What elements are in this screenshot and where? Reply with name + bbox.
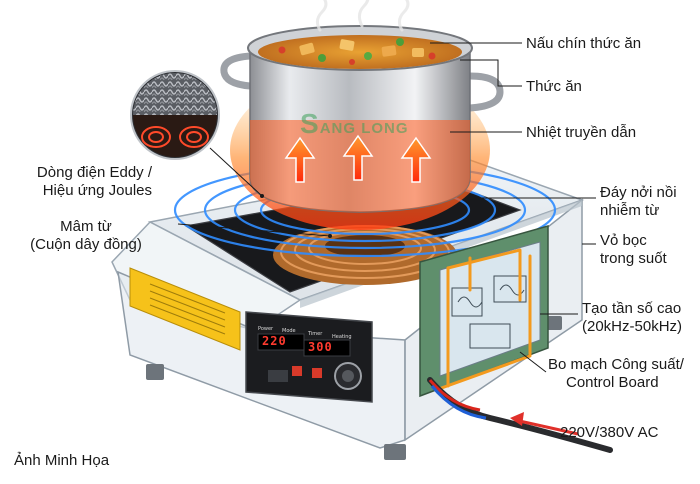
panel-label-power: Power (258, 326, 274, 332)
steam (315, 0, 410, 32)
eddy-pointer-line (209, 147, 263, 197)
label-vo-boc-line1: Vỏ bọc (600, 232, 647, 249)
caption: Ảnh Minh Họa (14, 452, 110, 469)
heat-arrows (284, 134, 432, 183)
label-thuc-an: Thức ăn (526, 78, 582, 95)
panel-label-heating: Heating (332, 334, 352, 340)
label-bo-mach-line2: Control Board (566, 374, 659, 391)
leader-bo-mach (519, 351, 547, 373)
label-day-noi-line2: nhiễm từ (600, 202, 660, 219)
soup-surface (258, 35, 462, 69)
label-day-noi-line1: Đáy nởi nồi (600, 184, 677, 201)
watermark-logo: SANG LONG (300, 108, 409, 139)
label-tan-so-line1: Tạo tần số cao (582, 300, 682, 317)
heat-arrow-left (284, 136, 316, 183)
foot-front (384, 444, 406, 460)
eddy-zoom-circle (130, 70, 264, 198)
cooking-pot (220, 0, 504, 213)
power-cable (427, 377, 613, 453)
control-panel (245, 311, 373, 403)
label-vo-boc-line2: trong suốt (600, 250, 667, 267)
control-board (419, 225, 549, 398)
label-nau-chin: Nấu chín thức ăn (526, 35, 642, 52)
leader-mam-tu (177, 223, 331, 237)
label-eddy-line1: Dòng điện Eddy / (36, 164, 152, 181)
logo-emblem (268, 370, 288, 382)
food-pieces (278, 38, 436, 65)
foot-right (546, 316, 562, 330)
heat-arrow-middle (342, 134, 374, 181)
display-left: 220 (262, 334, 287, 348)
label-dien-ap: 220V/380V AC (560, 424, 659, 441)
foot-left (146, 364, 164, 380)
label-bo-mach-line1: Bo mạch Công suất/ (548, 356, 684, 373)
panel-label-timer: Timer (308, 331, 323, 337)
leader-lines (177, 42, 596, 373)
panel-label-mode: Mode (282, 328, 296, 334)
label-mam-tu-line2: (Cuộn dây đồng) (30, 236, 142, 253)
heat-arrow-right (400, 136, 432, 183)
current-arrow-line (514, 418, 579, 436)
current-arrowhead (510, 412, 524, 426)
label-mam-tu-line1: Mâm từ (60, 218, 112, 235)
pot-handle-left (220, 52, 254, 90)
label-eddy-line2: Hiệu ứng Joules (42, 182, 152, 199)
label-tan-so-line2: (20kHz-50kHz) (582, 318, 683, 335)
pot-handle-right (466, 72, 504, 112)
display-right: 300 (308, 340, 333, 354)
label-nhiet-truyen-dan: Nhiệt truyền dẫn (526, 124, 637, 141)
leader-thuc-an (460, 59, 522, 87)
high-frequency-current-path (434, 248, 532, 392)
